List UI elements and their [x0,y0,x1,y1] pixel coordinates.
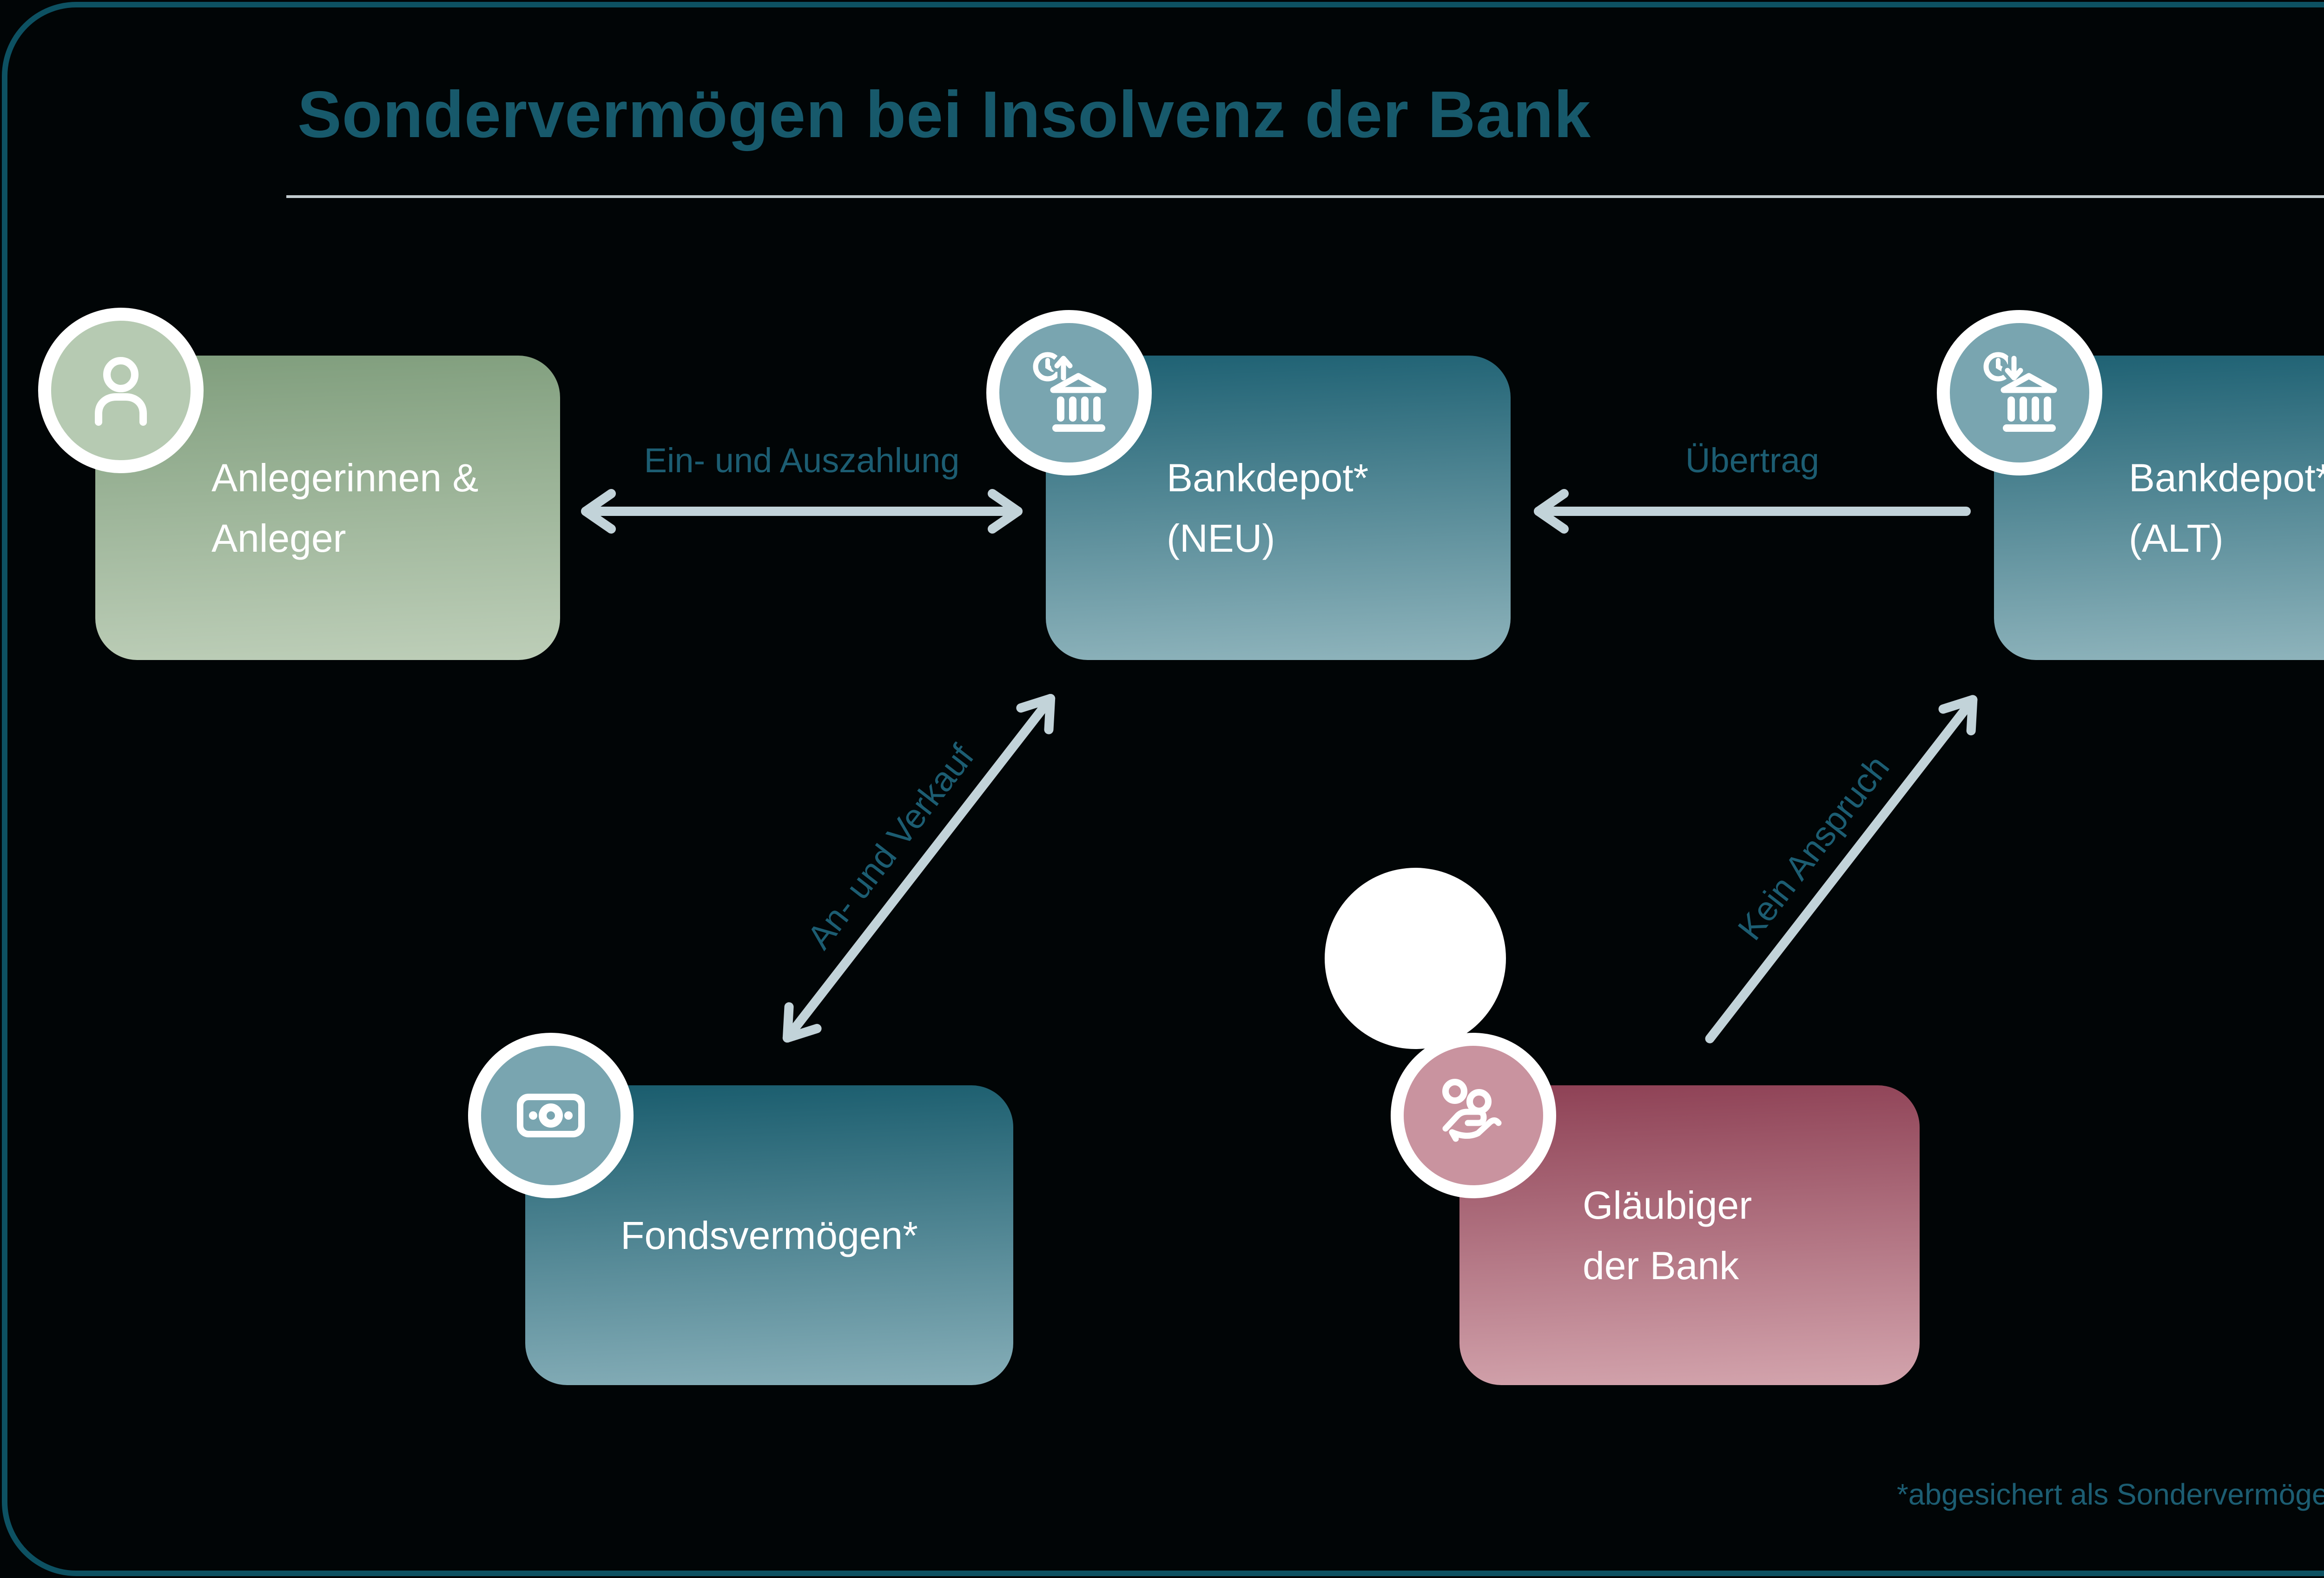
arrow-an-und-verkauf [761,676,1077,1060]
up-right-arrow-icon [1705,695,1978,1043]
fondsvermoegen-badge [468,1033,634,1198]
glaeubiger-badge [1391,1033,1556,1198]
node-bankdepot-alt-label-line2: (ALT) [2129,516,2224,560]
node-anleger-label-line2: Anleger [211,516,346,560]
node-bankdepot-alt-label-line1: Bankdepot* [2129,456,2324,500]
double-arrow-icon [782,693,1056,1043]
arrow-uebertrag [1532,483,1973,539]
node-bankdepot-neu-label-line2: (NEU) [1167,516,1275,560]
edge-label-ein-und-auszahlung: Ein- und Auszahlung [644,441,960,480]
bank-clock-up-icon [1033,352,1107,432]
double-arrow-icon [581,489,1023,534]
page-title: Sondervermögen bei Insolvenz der Bank [297,78,1591,152]
left-arrow-icon [1534,489,1971,534]
node-bankdepot-neu-label-line1: Bankdepot* [1167,456,1369,500]
anleger-badge [38,308,204,473]
arrow-kein-anspruch [1684,677,1999,1062]
node-glaeubiger-label-line1: Gläubiger [1583,1183,1752,1227]
node-anleger-label-line1: Anlegerinnen & [211,456,479,500]
arrow-ein-und-auszahlung [579,483,1025,539]
edge-label-uebertrag: Übertrag [1685,441,1819,480]
node-glaeubiger-label-line2: der Bank [1583,1243,1739,1287]
bank-clock-down-icon [1983,352,2057,432]
banknote-icon [517,1094,585,1137]
decorative-white-circle [1325,868,1506,1049]
title-divider [286,195,2324,198]
hand-holding-person-icon [1442,1079,1502,1142]
bankdepot-neu-badge [986,310,1152,475]
node-fondsvermoegen-label: Fondsvermögen* [621,1213,918,1257]
person-icon [95,357,147,426]
footnote: *abgesichert als Sondervermögen [1896,1478,2324,1511]
